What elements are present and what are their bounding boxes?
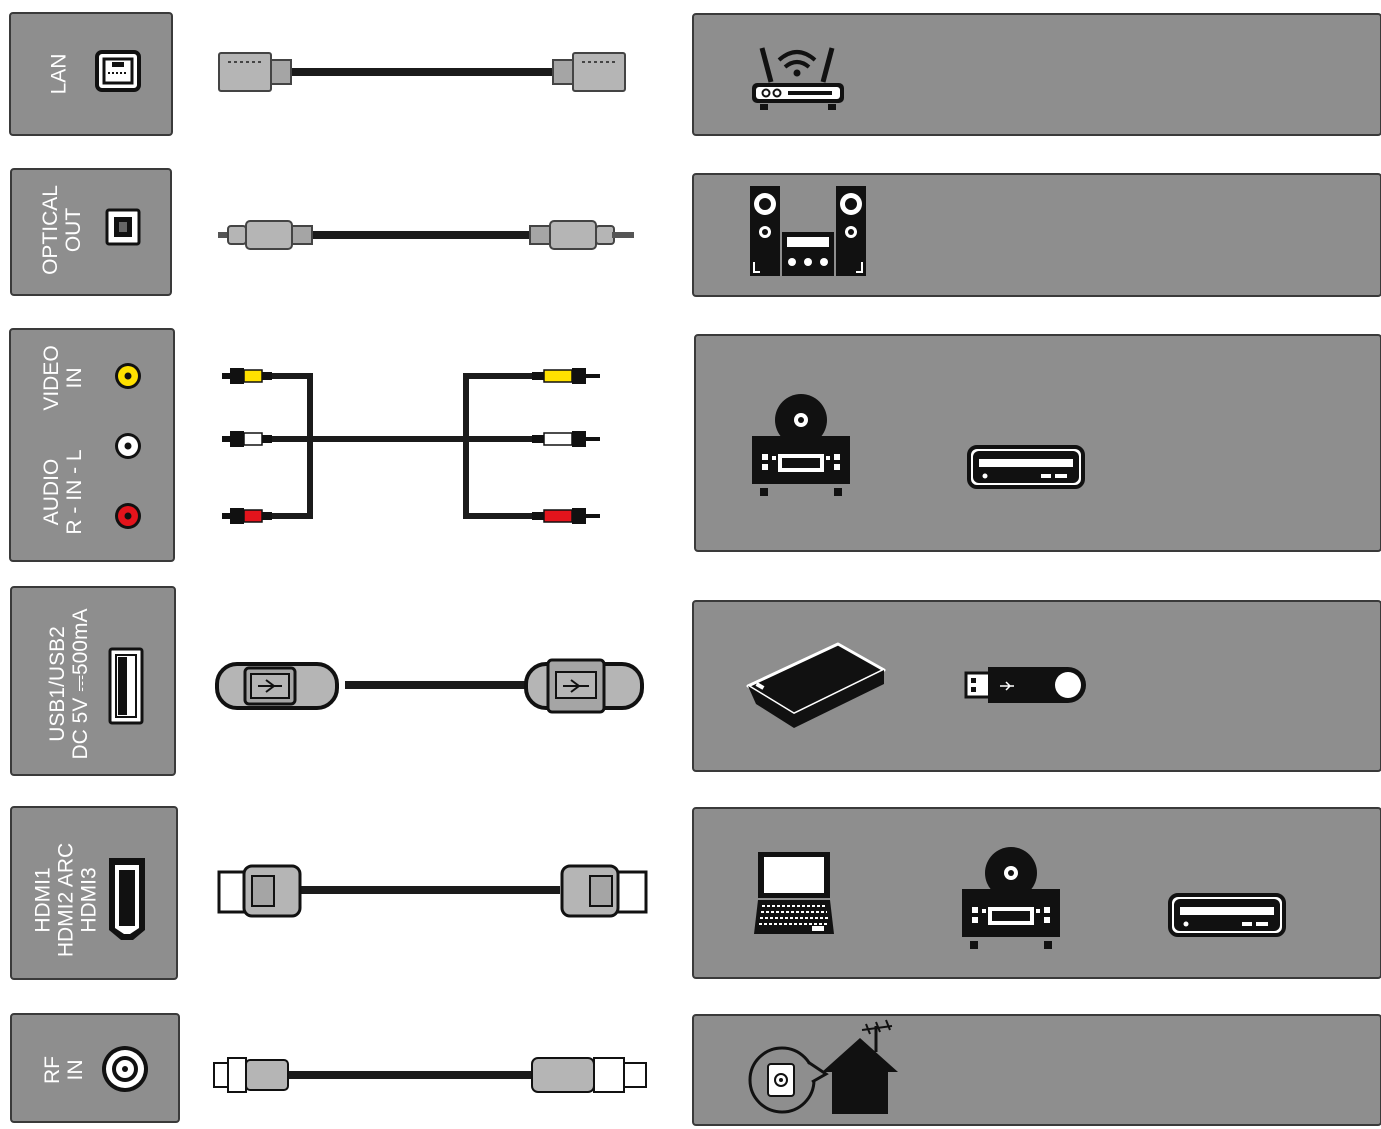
usb-cable: [215, 658, 644, 714]
ethernet-port-icon: [95, 50, 141, 92]
port-panel-usb: USB1/USB2 DC 5V ⎓500mA: [10, 586, 176, 776]
hifi-speaker-system-icon: [750, 186, 866, 276]
av-receiver-icon: [752, 394, 850, 496]
device-panel-av: [694, 334, 1381, 552]
usb-port-icon: [108, 647, 144, 725]
av-receiver-icon-hdmi: [962, 847, 1060, 949]
external-hard-drive-icon: [746, 642, 886, 728]
laptop-icon: [754, 852, 834, 934]
port-panel-av: VIDEO IN AUDIO R - IN - L: [9, 328, 175, 562]
wifi-router-icon: [752, 47, 844, 110]
coax-cable: [213, 1057, 647, 1093]
ethernet-cable: [218, 52, 626, 92]
coax-port-icon: [102, 1046, 148, 1092]
port-panel-hdmi: HDMI1 HDMI2 ARC HDMI3: [10, 806, 178, 980]
port-panel-optical: OPTICAL OUT: [10, 168, 172, 296]
antenna-house-icon: [748, 1019, 898, 1114]
optical-port-icon: [105, 208, 141, 246]
hdmi-port-icon: [109, 858, 145, 940]
optical-cable: [218, 220, 634, 250]
hdmi-cable: [217, 864, 648, 918]
port-panel-rf: RF IN: [10, 1013, 180, 1123]
dvd-player-icon: [967, 445, 1085, 489]
usb-flash-drive-icon: [964, 667, 1086, 703]
rca-jacks-icon: [115, 363, 141, 529]
rca-av-cable: [221, 367, 601, 525]
device-panel-lan: [692, 13, 1381, 136]
port-panel-lan: LAN: [9, 12, 173, 136]
dvd-player-icon-hdmi: [1168, 893, 1286, 937]
